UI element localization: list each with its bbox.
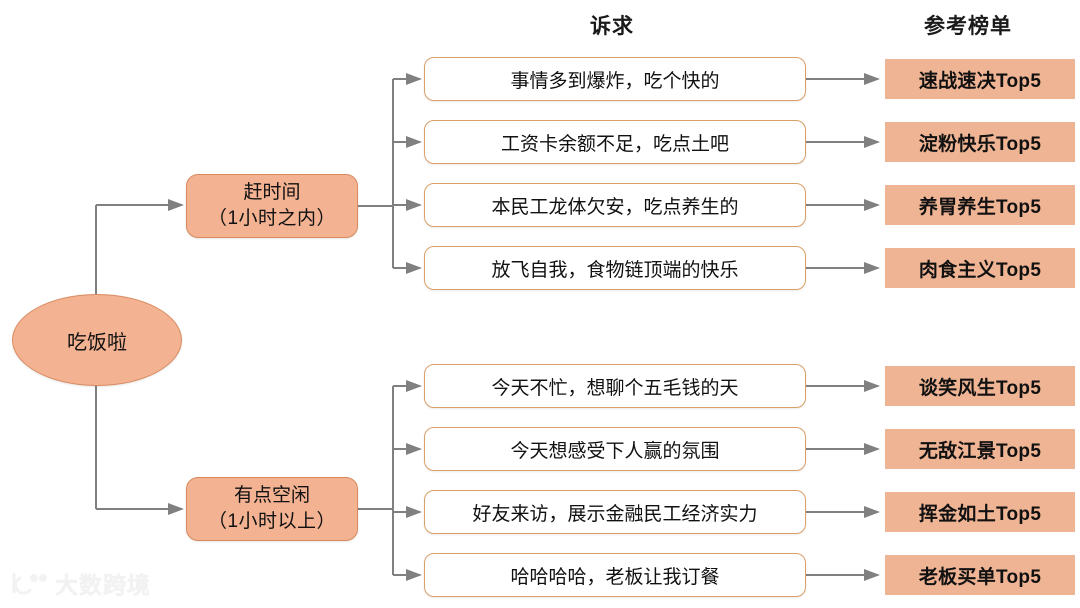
need-box-7[interactable]: 好友来访，展示金融民工经济实力 [424, 490, 806, 534]
column-header-need: 诉求 [590, 15, 634, 38]
need-box-3-label: 本民工龙体欠安，吃点养生的 [491, 196, 739, 218]
rank-badge-8-label: 老板买单Top5 [918, 566, 1042, 588]
root-node[interactable]: 吃饭啦 [12, 294, 182, 386]
rank-badge-1[interactable]: 速战速决Top5 [885, 59, 1075, 99]
rank-badge-5-label: 谈笑风生Top5 [918, 377, 1042, 399]
need-box-8[interactable]: 哈哈哈哈，老板让我订餐 [424, 553, 806, 597]
rank-badge-2-label: 淀粉快乐Top5 [918, 133, 1042, 155]
stage-node-rush[interactable]: 赶时间 （1小时之内） [186, 174, 358, 238]
need-box-3[interactable]: 本民工龙体欠安，吃点养生的 [424, 183, 806, 227]
need-box-2-label: 工资卡余额不足，吃点土吧 [500, 133, 729, 155]
rank-badge-6-label: 无敌江景Top5 [918, 440, 1042, 462]
watermark: 大数跨境 [8, 566, 151, 600]
need-box-6[interactable]: 今天想感受下人赢的氛围 [424, 427, 806, 471]
need-box-6-label: 今天想感受下人赢的氛围 [510, 440, 720, 462]
need-box-4[interactable]: 放飞自我，食物链顶端的快乐 [424, 246, 806, 290]
rank-badge-2[interactable]: 淀粉快乐Top5 [885, 122, 1075, 162]
need-box-8-label: 哈哈哈哈，老板让我订餐 [510, 566, 720, 588]
need-box-5[interactable]: 今天不忙，想聊个五毛钱的天 [424, 364, 806, 408]
rank-badge-4-label: 肉食主义Top5 [918, 259, 1042, 281]
stage-node-leisure[interactable]: 有点空闲 （1小时以上） [186, 477, 358, 541]
need-box-1[interactable]: 事情多到爆炸，吃个快的 [424, 57, 806, 101]
need-box-5-label: 今天不忙，想聊个五毛钱的天 [491, 377, 739, 399]
rank-badge-8[interactable]: 老板买单Top5 [885, 555, 1075, 595]
stage-node-rush-line1: 赶时间 [243, 182, 301, 204]
rank-badge-5[interactable]: 谈笑风生Top5 [885, 366, 1075, 406]
stage-node-rush-line2: （1小时之内） [207, 208, 337, 229]
rank-badge-6[interactable]: 无敌江景Top5 [885, 429, 1075, 469]
watermark-text: 大数跨境 [55, 572, 151, 598]
need-box-2[interactable]: 工资卡余额不足，吃点土吧 [424, 120, 806, 164]
need-box-4-label: 放飞自我，食物链顶端的快乐 [491, 259, 739, 281]
rank-badge-1-label: 速战速决Top5 [918, 70, 1042, 92]
rank-badge-7-label: 挥金如土Top5 [918, 503, 1042, 525]
need-box-1-label: 事情多到爆炸，吃个快的 [510, 70, 720, 92]
rank-badge-3-label: 养胃养生Top5 [918, 196, 1042, 218]
need-box-7-label: 好友来访，展示金融民工经济实力 [472, 503, 758, 525]
stage-node-leisure-line1: 有点空闲 [233, 485, 310, 507]
root-node-label: 吃饭啦 [67, 331, 127, 354]
rank-badge-3[interactable]: 养胃养生Top5 [885, 185, 1075, 225]
stage-node-leisure-line2: （1小时以上） [207, 511, 337, 532]
rank-badge-4[interactable]: 肉食主义Top5 [885, 248, 1075, 288]
brand-logo-icon [12, 572, 47, 595]
rank-badge-7[interactable]: 挥金如土Top5 [885, 492, 1075, 532]
column-header-rank: 参考榜单 [924, 15, 1012, 38]
